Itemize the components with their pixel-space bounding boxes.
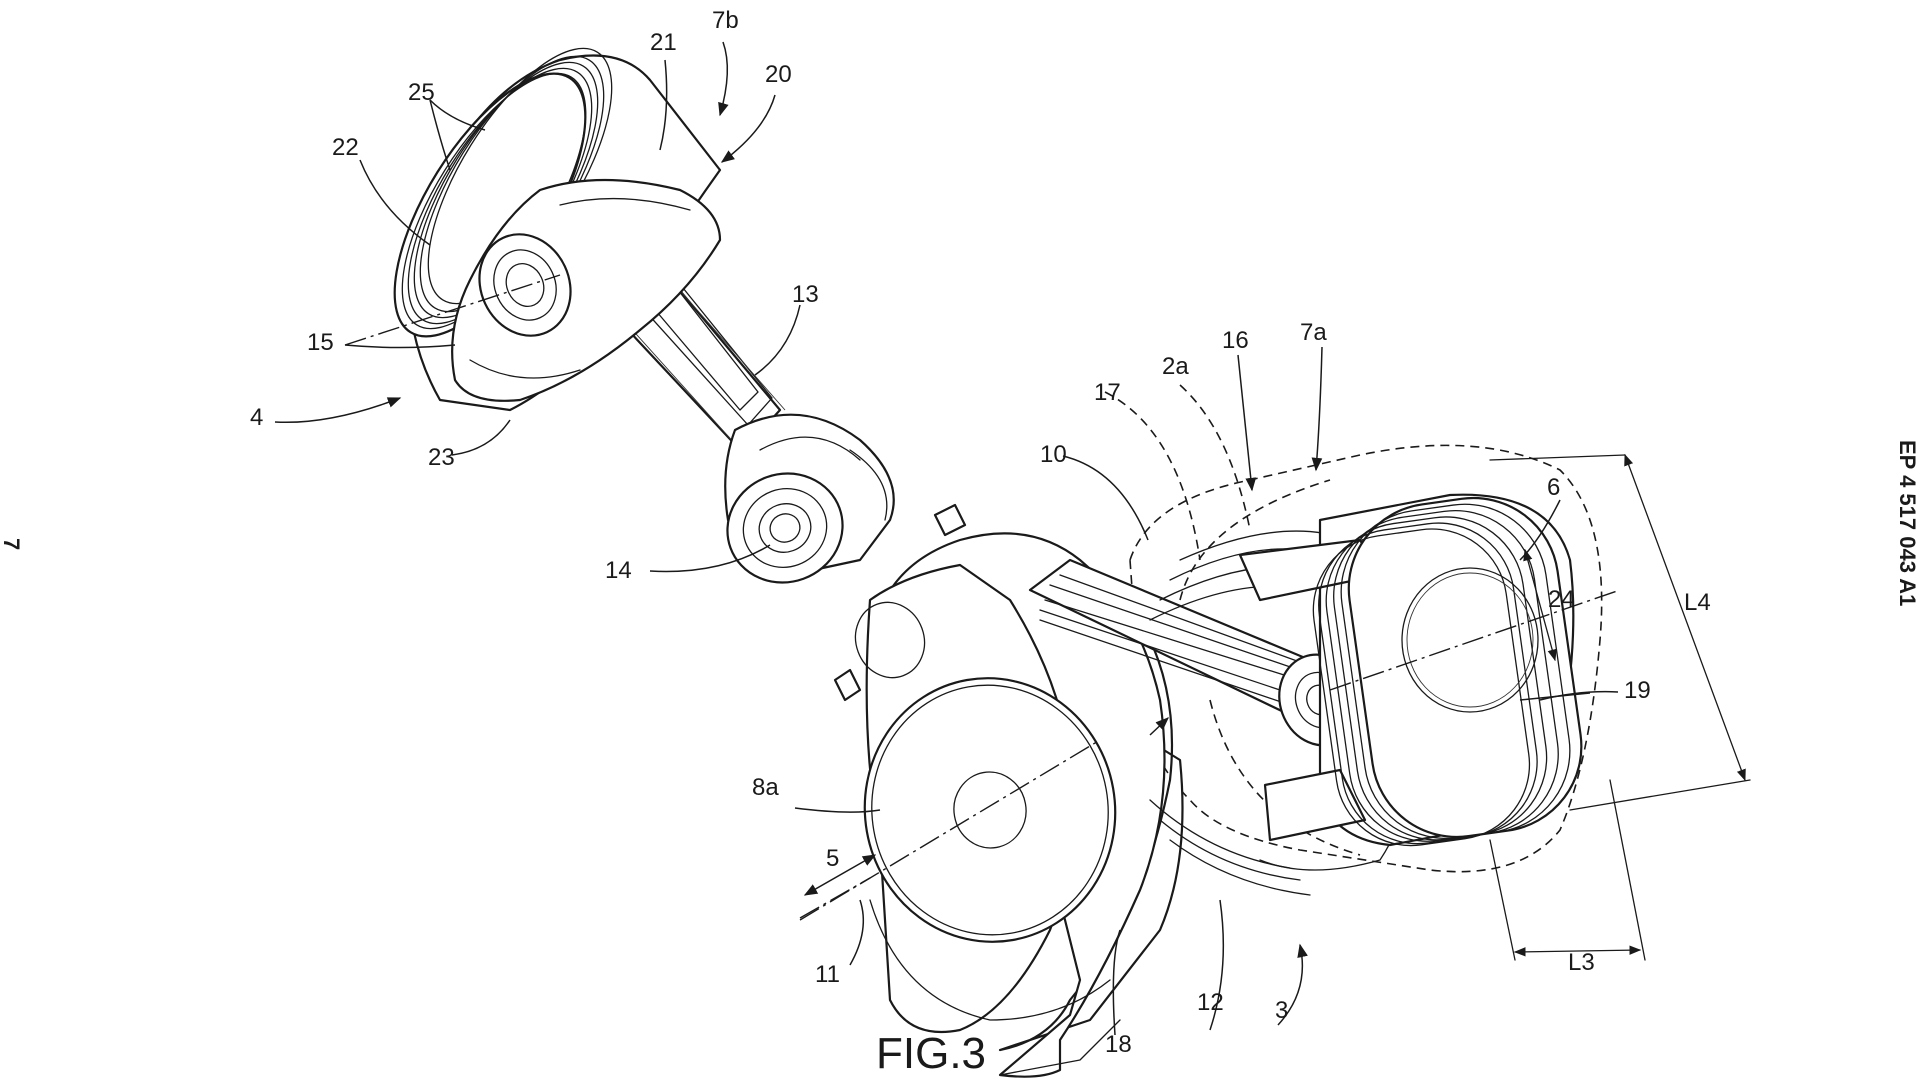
label-2a: 2a	[1162, 353, 1189, 380]
label-L4: L4	[1684, 589, 1711, 616]
label-24: 24	[1548, 586, 1575, 613]
label-7b: 7b	[712, 7, 739, 34]
label-12: 12	[1197, 989, 1224, 1016]
label-22: 22	[332, 134, 359, 161]
page-number: 7	[0, 538, 24, 550]
label-L3: L3	[1568, 949, 1595, 976]
label-25: 25	[408, 79, 435, 106]
label-14: 14	[605, 557, 632, 584]
label-16: 16	[1222, 327, 1249, 354]
piston-pin-14	[726, 472, 844, 584]
lower-piston-19	[1238, 493, 1621, 847]
label-15: 15	[307, 329, 334, 356]
label-21: 21	[650, 29, 677, 56]
upper-piston-assembly	[344, 47, 895, 584]
label-8a: 8a	[752, 774, 779, 801]
label-7a: 7a	[1300, 319, 1327, 346]
label-10: 10	[1040, 441, 1067, 468]
crank-web-8a	[799, 503, 1184, 1078]
label-20: 20	[765, 61, 792, 88]
label-6: 6	[1547, 474, 1560, 501]
axis-11	[799, 877, 871, 919]
label-19: 19	[1624, 677, 1651, 704]
label-3: 3	[1275, 997, 1288, 1024]
label-5: 5	[826, 845, 839, 872]
label-18: 18	[1105, 1031, 1132, 1058]
patent-number: EP 4 517 043 A1	[1895, 440, 1920, 606]
figure-title: FIG.3	[876, 1029, 986, 1078]
arrow-5	[803, 854, 877, 896]
leader-lines	[274, 41, 1619, 1036]
label-13: 13	[792, 281, 819, 308]
reference-labels: 4 15 23 22 25 21 7b 20 13 14 10 17 2a 16…	[250, 7, 1711, 1058]
label-4: 4	[250, 404, 263, 431]
upper-piston	[344, 47, 722, 412]
lower-assembly	[799, 444, 1751, 1078]
phantom-outline	[1129, 444, 1603, 873]
label-11: 11	[815, 961, 840, 988]
label-17: 17	[1094, 379, 1121, 406]
label-23: 23	[428, 444, 455, 471]
dimension-lines	[1489, 453, 1751, 961]
